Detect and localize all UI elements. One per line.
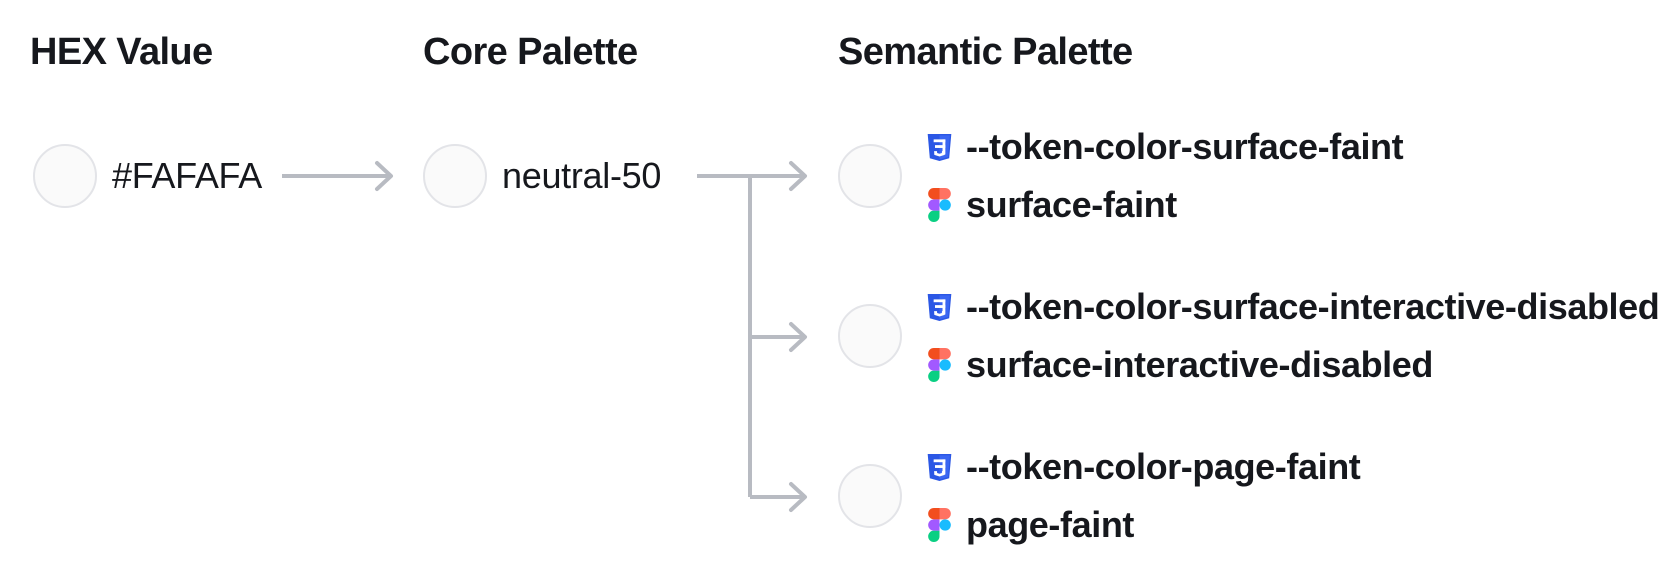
css-variable-label: --token-color-surface-interactive-disabl…: [966, 286, 1660, 327]
semantic-token-row: --token-color-surface-faint surface-fain…: [838, 118, 1404, 234]
arrowhead: [375, 161, 393, 191]
semantic-color-swatch: [838, 304, 902, 368]
figma-style-label: page-faint: [966, 504, 1135, 545]
hex-value-node: #FAFAFA: [33, 144, 262, 208]
css-token-line: --token-color-surface-faint: [925, 118, 1404, 176]
semantic-color-swatch: [838, 144, 902, 208]
semantic-color-swatch: [838, 464, 902, 528]
css-token-line: --token-color-page-faint: [925, 438, 1361, 496]
column-header-core: Core Palette: [423, 31, 638, 73]
figma-logo-icon: [925, 188, 953, 222]
column-header-semantic: Semantic Palette: [838, 31, 1133, 73]
semantic-token-row: --token-color-page-faint page-faint: [838, 438, 1361, 554]
figma-token-line: page-faint: [925, 496, 1360, 554]
css3-shield-icon: [925, 292, 953, 323]
arrowhead: [789, 322, 807, 352]
css3-shield-icon: [925, 132, 953, 163]
column-header-hex: HEX Value: [30, 31, 213, 73]
figma-style-label: surface-interactive-disabled: [966, 344, 1433, 385]
hex-color-swatch: [33, 144, 97, 208]
semantic-token-row: --token-color-surface-interactive-disabl…: [838, 278, 1660, 394]
figma-token-line: surface-interactive-disabled: [925, 336, 1659, 394]
hex-value-label: #FAFAFA: [112, 155, 262, 196]
css-token-line: --token-color-surface-interactive-disabl…: [925, 278, 1660, 336]
figma-token-line: surface-faint: [925, 176, 1403, 234]
css-variable-label: --token-color-surface-faint: [966, 126, 1404, 167]
core-palette-label: neutral-50: [502, 155, 662, 196]
figma-style-label: surface-faint: [966, 184, 1177, 225]
arrowhead: [789, 161, 807, 191]
figma-logo-icon: [925, 508, 953, 542]
arrowhead: [789, 482, 807, 512]
core-color-swatch: [423, 144, 487, 208]
figma-logo-icon: [925, 348, 953, 382]
css-variable-label: --token-color-page-faint: [966, 446, 1361, 487]
core-palette-node: neutral-50: [423, 144, 661, 208]
css3-shield-icon: [925, 452, 953, 483]
